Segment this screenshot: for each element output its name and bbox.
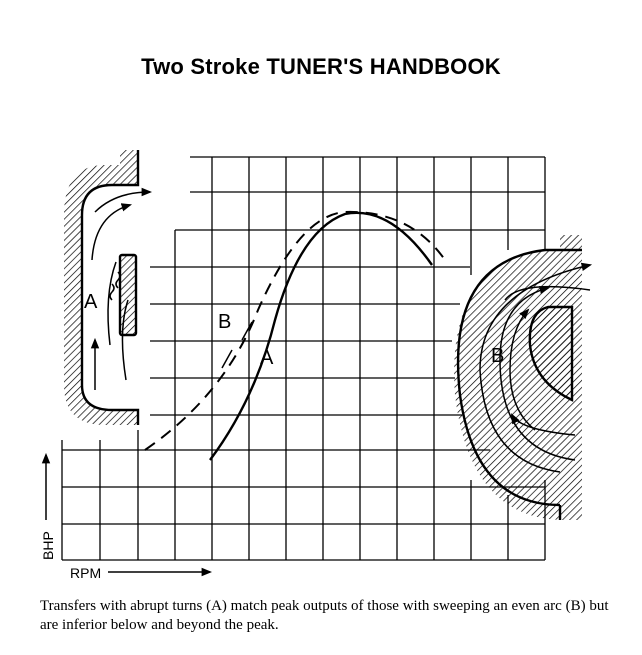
curve-b bbox=[144, 210, 446, 451]
curve-b-label: B bbox=[218, 311, 231, 333]
figure-caption: Transfers with abrupt turns (A) match pe… bbox=[40, 598, 609, 633]
graph-grid bbox=[61, 156, 546, 561]
x-axis-label: RPM bbox=[70, 565, 101, 581]
right-transfer-port: B bbox=[454, 235, 593, 520]
right-port-label: B bbox=[491, 345, 504, 367]
curve-a bbox=[209, 211, 433, 461]
transfer-port-diagram: A B B A RPM BHP bbox=[40, 150, 593, 581]
left-port-label: A bbox=[84, 291, 98, 313]
y-axis-label: BHP bbox=[40, 531, 56, 560]
curve-a-label: A bbox=[260, 347, 274, 369]
left-transfer-port: A bbox=[64, 150, 153, 425]
page-title: Two Stroke TUNER'S HANDBOOK bbox=[141, 54, 501, 79]
